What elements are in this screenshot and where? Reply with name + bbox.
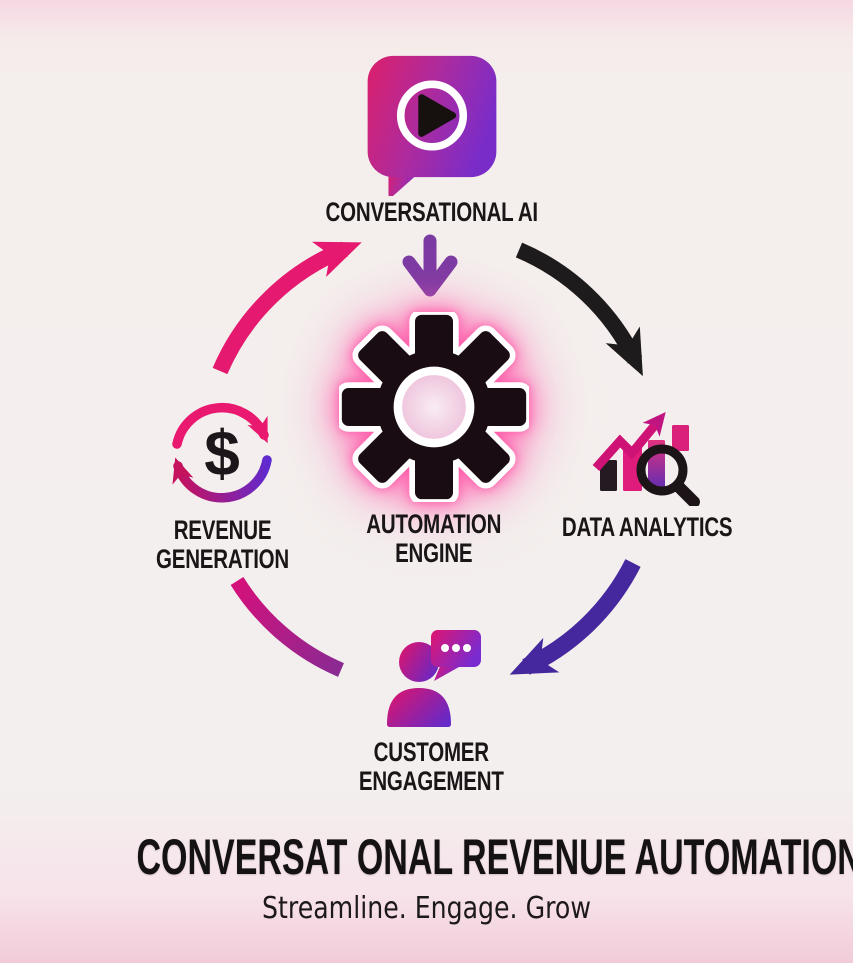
chat-bubble-play-icon <box>367 55 497 196</box>
label-conversational-ai: CONVERSATIONAL AI <box>325 197 539 227</box>
label-data-analytics: DATA ANALYTICS <box>561 512 733 542</box>
tagline: Streamline. Engage. Grow <box>262 891 591 926</box>
node-revenue-generation: $ REVENUE GENERATION <box>152 390 292 574</box>
main-title: CONVERSAT ONAL REVENUE AUTOMATION SYSTEM <box>136 829 853 885</box>
dollar-sign: $ <box>204 417 240 489</box>
arrow-ai-to-engine <box>402 234 458 297</box>
bar-pink <box>672 425 689 451</box>
label-engagement: ENGAGEMENT <box>358 766 504 797</box>
node-data-analytics: DATA ANALYTICS <box>562 396 732 542</box>
magnifier-icon <box>636 444 700 506</box>
person-icon <box>387 642 451 727</box>
node-customer-engagement: CUSTOMER ENGAGEMENT <box>358 624 504 797</box>
gear-icon <box>339 312 529 502</box>
bar-black <box>600 460 617 491</box>
label-automation-engine: AUTOMATION ENGINE <box>366 509 502 569</box>
arrow-analytics-to-customer <box>509 559 641 675</box>
dollar-cycle-icon: $ <box>172 402 272 503</box>
arc-customer-to-revenue <box>230 576 344 677</box>
speech-bubble-icon <box>431 630 481 681</box>
label-customer: CUSTOMER <box>373 737 489 767</box>
bar-chart-magnifier-icon <box>592 412 700 506</box>
arrow-revenue-to-ai <box>212 241 362 375</box>
arrow-ai-to-analytics <box>515 242 643 377</box>
footer: CONVERSAT ONAL REVENUE AUTOMATION SYSTEM… <box>0 832 853 926</box>
label-revenue: REVENUE <box>173 515 271 545</box>
trend-arrow <box>592 412 666 471</box>
label-customer-engagement: CUSTOMER ENGAGEMENT <box>358 737 504 797</box>
label-automation: AUTOMATION <box>366 509 502 539</box>
label-generation: GENERATION <box>155 544 289 575</box>
person-speech-bubble-icon <box>387 630 481 727</box>
label-revenue-generation: REVENUE GENERATION <box>155 515 289 575</box>
label-engine: ENGINE <box>395 538 473 569</box>
node-conversational-ai: CONVERSATIONAL AI <box>326 54 538 227</box>
bar-magenta <box>623 446 642 491</box>
node-automation-engine: AUTOMATION ENGINE <box>334 312 534 568</box>
